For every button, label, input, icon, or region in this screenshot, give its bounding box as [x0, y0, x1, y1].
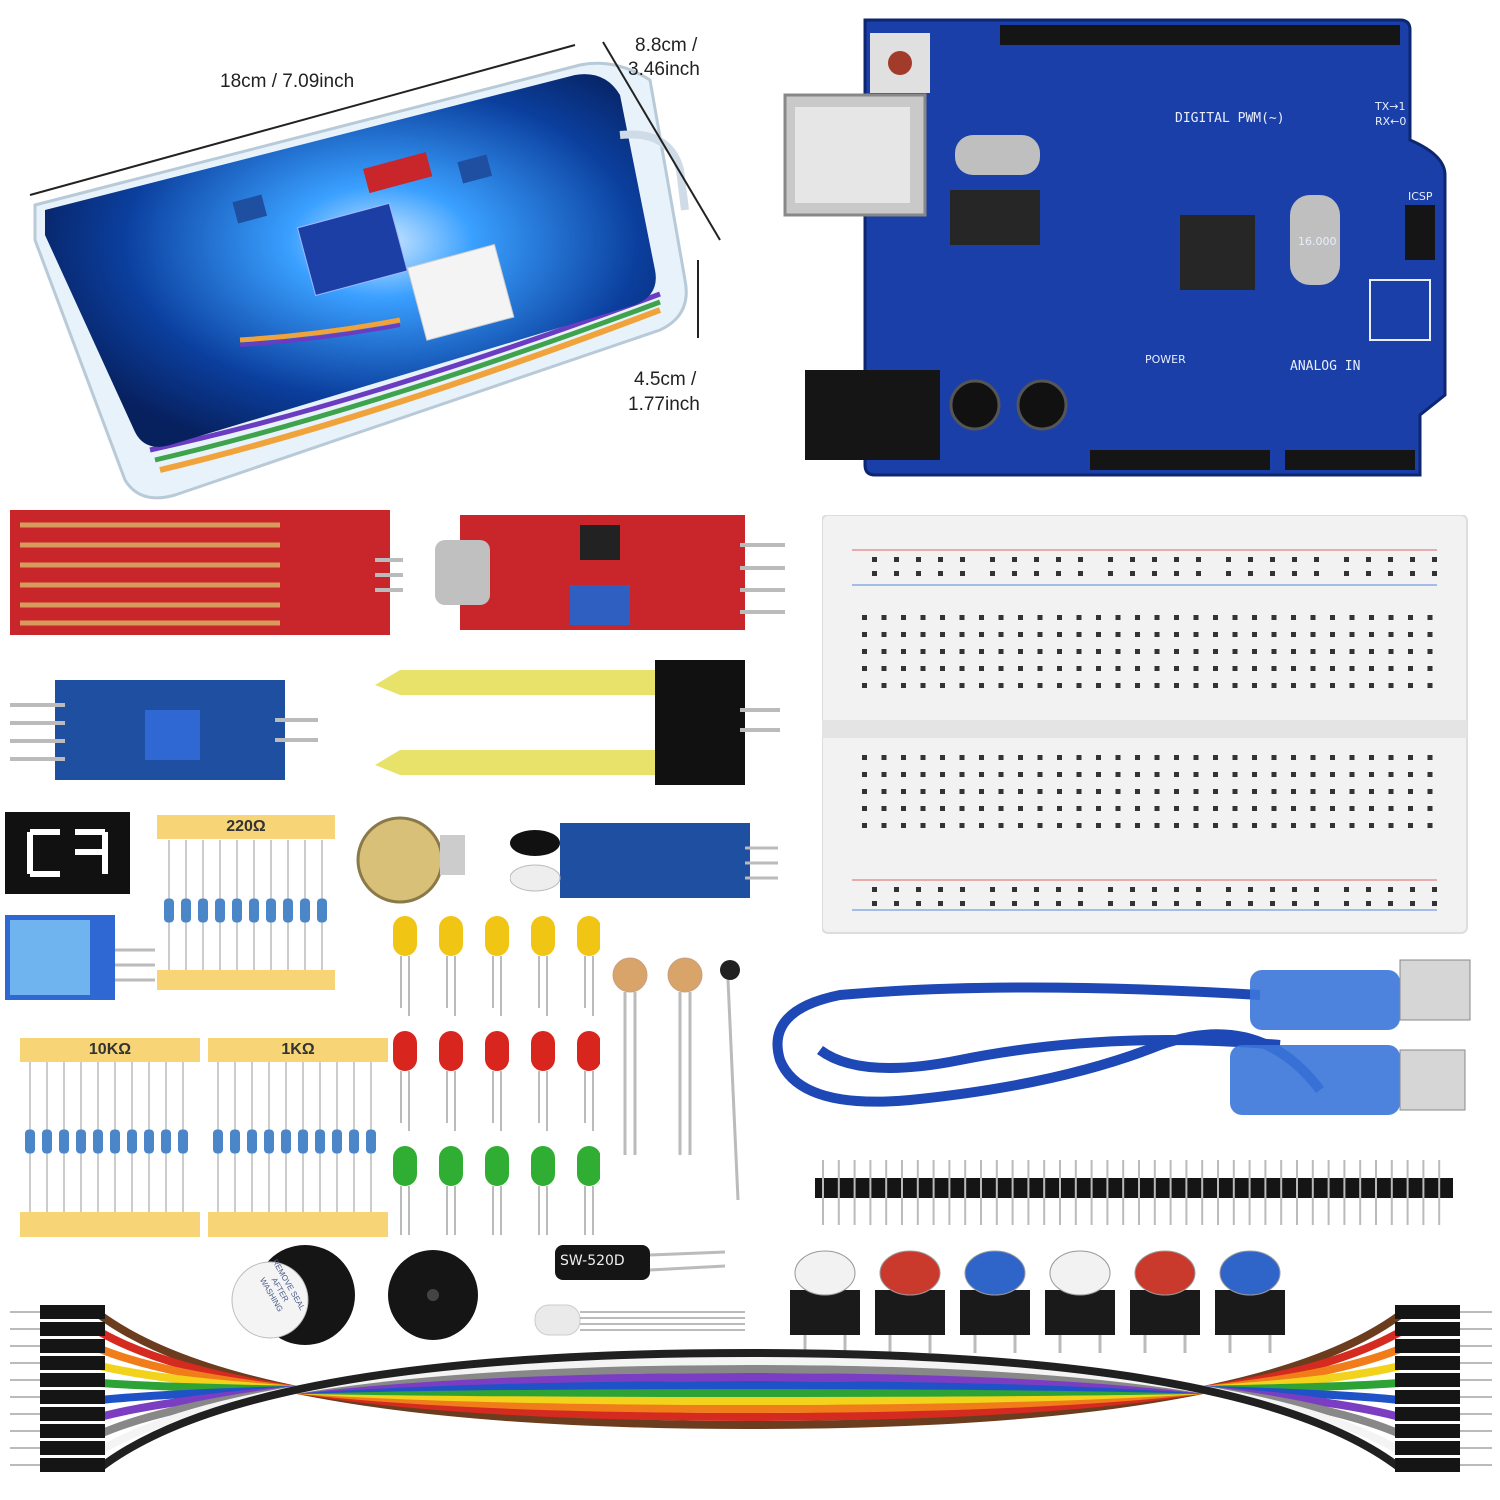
rgb-led	[534, 1304, 745, 1336]
storage-box	[20, 40, 740, 510]
board-icsp-label: ICSP	[1408, 190, 1433, 203]
board-analog-label: ANALOG IN	[1290, 359, 1360, 374]
box-width-label-1: 8.8cm /	[635, 35, 698, 56]
jumper-wires	[10, 1305, 1492, 1472]
push-buttons	[790, 1250, 1285, 1353]
resistor-10k-1k-strip	[20, 1062, 388, 1237]
box-height-label-2: 1.77inch	[628, 394, 700, 415]
led-set	[393, 916, 600, 1235]
resistor-220-strip	[157, 840, 335, 990]
passive-buzzer	[388, 1250, 478, 1340]
active-buzzer	[231, 1245, 355, 1345]
box-width-label-2: 3.46inch	[628, 59, 700, 80]
resistor-1k-label: 1KΩ	[208, 1038, 388, 1062]
ir-obstacle-sensor	[510, 823, 778, 898]
usb-cable	[772, 959, 1471, 1115]
board-digital-label: DIGITAL PWM(~)	[1175, 111, 1285, 126]
board-rx-label: RX←0	[1375, 115, 1406, 128]
potentiometer	[356, 816, 465, 904]
uno-board: DIGITAL PWM(~) ANALOG IN POWER ICSP TX→1…	[780, 15, 1480, 485]
relay-module-blue	[10, 680, 318, 780]
board-power-label: POWER	[1145, 353, 1186, 366]
photoresistors-thermistor	[612, 957, 740, 1201]
resistor-220-label: 220Ω	[157, 815, 335, 839]
tilt-switch-label: SW-520D	[560, 1253, 625, 1269]
breadboard	[822, 515, 1468, 934]
box-height-label-1: 4.5cm /	[634, 369, 697, 390]
board-tx-label: TX→1	[1374, 100, 1405, 113]
sound-sensor-module	[435, 515, 785, 630]
dht-sensor	[5, 915, 155, 1000]
tilt-switch	[555, 1245, 726, 1280]
resistor-10k-label: 10KΩ	[20, 1038, 200, 1062]
box-length-label: 18cm / 7.09inch	[220, 71, 355, 92]
board-crystal-label: 16.000	[1298, 235, 1337, 248]
storage-box-illustration	[29, 41, 721, 500]
pin-header-strip	[815, 1160, 1453, 1225]
water-level-sensor	[10, 510, 403, 635]
soil-moisture-sensor	[375, 660, 780, 785]
seven-segment-display	[5, 812, 130, 894]
